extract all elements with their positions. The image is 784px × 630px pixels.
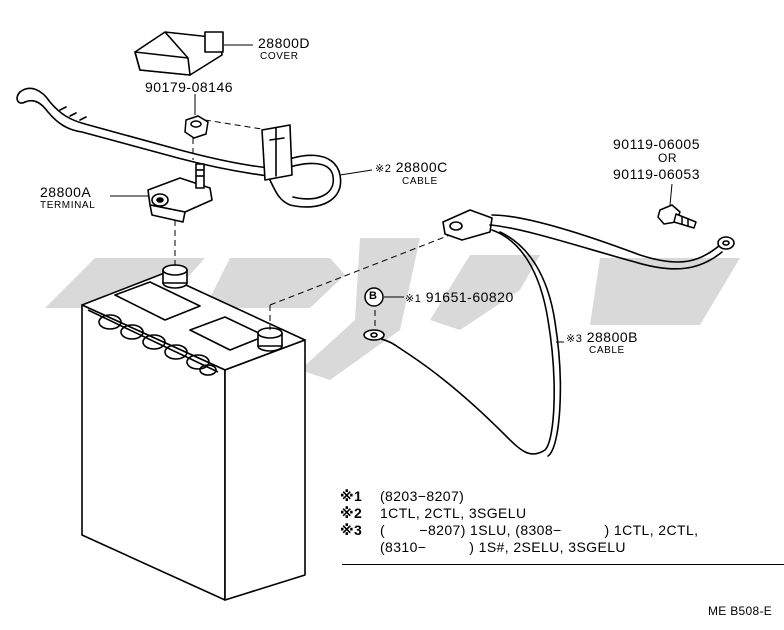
cover-illustration (134, 31, 224, 76)
clip-part-label: ※1 91651-60820 (405, 290, 514, 305)
cover-part-name: COVER (260, 51, 299, 62)
cover-part-number: 28800D (258, 35, 311, 51)
nut-illustration (184, 115, 209, 139)
battery-illustration (81, 264, 306, 601)
terminal-part-number: 28800A (40, 184, 92, 200)
note-row: ※1 (8203−8207) (340, 488, 784, 505)
note-mark: ※2 (340, 505, 363, 521)
note-mark: ※3 (340, 522, 363, 538)
bolt-or-text: OR (658, 151, 677, 165)
note-text: (8310− ) 1S#, 2SELU, 3SGELU (380, 539, 626, 555)
clip-badge (364, 287, 384, 307)
note-text: ( −8207) 1SLU, (8308− ) 1CTL, 2CTL, (380, 522, 699, 538)
note-text: (8203−8207) (380, 488, 465, 504)
cable-b-mark: ※3 (566, 333, 583, 345)
bolt-part-number-2: 90119-06053 (613, 166, 700, 182)
cable-c-part-name: CABLE (402, 176, 438, 187)
note-row: ※3 ( −8207) 1SLU, (8308− ) 1CTL, 2CTL, (340, 522, 784, 539)
cable-c-part-number: 28800C (395, 159, 448, 175)
cable-c-part-label: ※2 28800C (375, 160, 448, 175)
clip-badge-letter: B (369, 290, 377, 302)
clip-part-number: 91651-60820 (425, 289, 514, 305)
note-mark: ※1 (340, 488, 363, 504)
cable-b-part-label: ※3 28800B (566, 330, 638, 345)
bolt-part-number-1: 90119-06005 (613, 136, 700, 152)
clip-mark: ※1 (405, 293, 422, 305)
terminal-part-name: TERMINAL (40, 200, 96, 211)
notes-underline (342, 564, 784, 565)
note-row: (8310− ) 1S#, 2SELU, 3SGELU (340, 539, 784, 556)
applicability-notes: ※1 (8203−8207) ※2 1CTL, 2CTL, 3SGELU ※3 … (340, 488, 784, 556)
cable-b-illustration (363, 209, 735, 457)
note-text: 1CTL, 2CTL, 3SGELU (380, 505, 527, 521)
terminal-illustration (147, 163, 213, 223)
cable-c-mark: ※2 (375, 163, 392, 175)
cable-b-part-name: CABLE (589, 345, 625, 356)
watermark-logo (45, 238, 740, 385)
note-row: ※2 1CTL, 2CTL, 3SGELU (340, 505, 784, 522)
figure-reference-code: ME B508-E (708, 604, 773, 618)
nut-part-number: 90179-08146 (145, 79, 234, 95)
bolt-illustration (657, 204, 697, 229)
leader-lines (110, 44, 673, 343)
cable-c-illustration (16, 87, 342, 208)
cable-b-part-number: 28800B (586, 329, 639, 345)
